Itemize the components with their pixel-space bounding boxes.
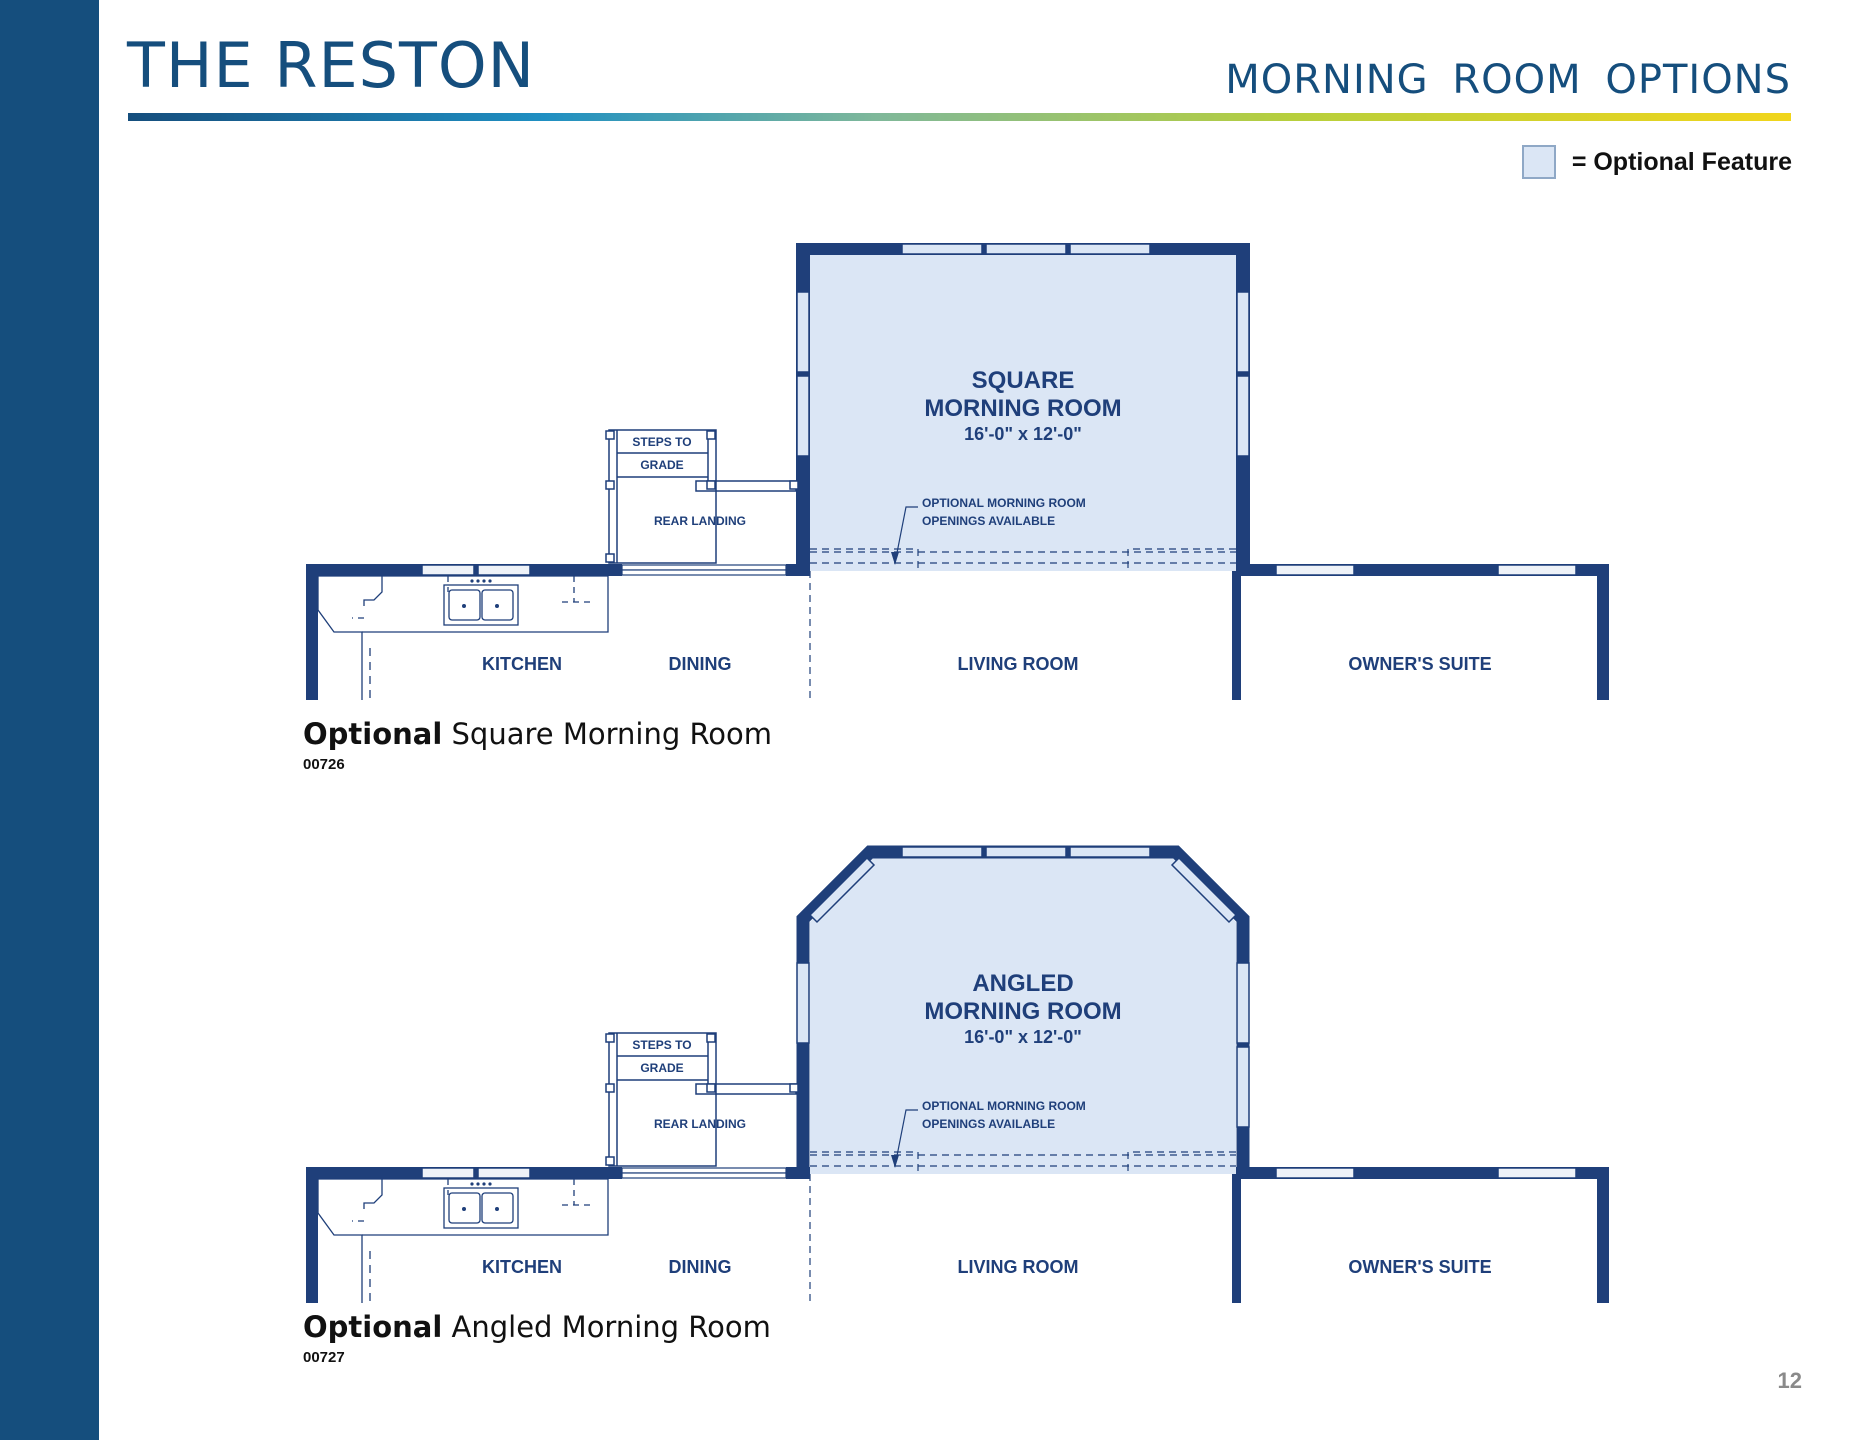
side-windows — [796, 291, 1250, 457]
side-windows — [796, 962, 1250, 1128]
morning-room-title-1: ANGLED — [972, 970, 1073, 997]
page-number: 12 — [1777, 1368, 1802, 1393]
openings-note-2: OPENINGS AVAILABLE — [922, 514, 1055, 528]
back-windows — [901, 846, 1151, 858]
room-label-owners-suite: OWNER'S SUITE — [1348, 1257, 1491, 1277]
optional-feature-swatch — [1521, 145, 1556, 179]
morning-room-dimensions: 16'-0" x 12'-0" — [964, 424, 1082, 444]
rear-windows — [421, 564, 1577, 576]
sliding-door — [621, 564, 787, 576]
optional-openings — [809, 1151, 1236, 1303]
morning-room-title-2: MORNING ROOM — [924, 998, 1121, 1025]
caption-bold: Optional — [303, 1310, 443, 1344]
rear-windows — [421, 1167, 1577, 1179]
header-gradient-rule — [128, 113, 1791, 121]
wall-stub — [786, 1167, 810, 1179]
room-label-dining: DINING — [669, 654, 732, 674]
sidebar-band — [0, 0, 99, 1440]
right-exterior-wall — [1597, 564, 1609, 700]
kitchen-cabinets — [317, 575, 609, 700]
morning-room-title-1: SQUARE — [972, 367, 1075, 394]
room-label-living-room: LIVING ROOM — [958, 654, 1079, 674]
room-label-kitchen: KITCHEN — [482, 654, 562, 674]
room-label-dining: DINING — [669, 1257, 732, 1277]
steps-label-2: GRADE — [640, 1061, 683, 1075]
room-label-owners-suite: OWNER'S SUITE — [1348, 654, 1491, 674]
rear-landing-label: REAR LANDING — [654, 1117, 746, 1131]
sink-drains — [462, 579, 499, 608]
kitchen-cabinets — [317, 1178, 609, 1303]
left-exterior-wall — [306, 564, 318, 700]
back-windows — [901, 243, 1151, 255]
rear-landing — [605, 429, 799, 564]
steps-label-1: STEPS TO — [632, 435, 691, 449]
openings-note-1: OPTIONAL MORNING ROOM — [922, 496, 1086, 510]
living-suite-wall — [1232, 1174, 1241, 1303]
left-exterior-wall — [306, 1167, 318, 1303]
angled-windows — [808, 856, 1238, 924]
caption-bold: Optional — [303, 717, 443, 751]
morning-room-dimensions: 16'-0" x 12'-0" — [964, 1027, 1082, 1047]
openings-note-2: OPENINGS AVAILABLE — [922, 1117, 1055, 1131]
optional-openings — [809, 548, 1236, 700]
caption-text: Square Morning Room — [442, 717, 773, 751]
room-label-living-room: LIVING ROOM — [958, 1257, 1079, 1277]
floor-plan-angled-drawing: ANGLED MORNING ROOM 16'-0" x 12'-0" OPTI… — [306, 845, 1609, 1303]
openings-note-1: OPTIONAL MORNING ROOM — [922, 1099, 1086, 1113]
morning-room-fill — [803, 247, 1243, 571]
wall-stub — [786, 564, 810, 576]
rear-landing-label: REAR LANDING — [654, 514, 746, 528]
morning-room-fill — [810, 858, 1236, 1174]
note-arrow — [891, 1155, 899, 1168]
floor-plan-square-drawing: SQUARE MORNING ROOM 16'-0" x 12'-0" OPTI… — [306, 243, 1609, 700]
page-subtitle: MORNING ROOM OPTIONS — [1225, 57, 1791, 103]
right-exterior-wall — [1597, 1167, 1609, 1303]
sliding-door — [621, 1167, 787, 1179]
sink-drains — [462, 1182, 499, 1211]
steps-label-2: GRADE — [640, 458, 683, 472]
plan-caption-angled: Optional Angled Morning Room — [303, 1310, 771, 1344]
plan-code-square: 00726 — [303, 756, 345, 773]
page-title: THE RESTON — [127, 29, 536, 102]
floor-plan-square: SQUARE MORNING ROOM 16'-0" x 12'-0" OPTI… — [298, 240, 1618, 700]
legend: = Optional Feature — [1521, 145, 1792, 179]
rear-landing — [605, 1032, 799, 1167]
note-arrow — [891, 552, 899, 565]
legend-label: = Optional Feature — [1571, 147, 1792, 176]
floor-plan-angled: ANGLED MORNING ROOM 16'-0" x 12'-0" OPTI… — [298, 843, 1618, 1303]
morning-room-title-2: MORNING ROOM — [924, 395, 1121, 422]
note-leader — [894, 1109, 918, 1167]
living-suite-wall — [1232, 571, 1241, 700]
room-label-kitchen: KITCHEN — [482, 1257, 562, 1277]
note-leader — [894, 506, 918, 564]
plan-caption-square: Optional Square Morning Room — [303, 717, 772, 751]
steps-label-1: STEPS TO — [632, 1038, 691, 1052]
caption-text: Angled Morning Room — [442, 1310, 771, 1344]
plan-code-angled: 00727 — [303, 1349, 345, 1366]
